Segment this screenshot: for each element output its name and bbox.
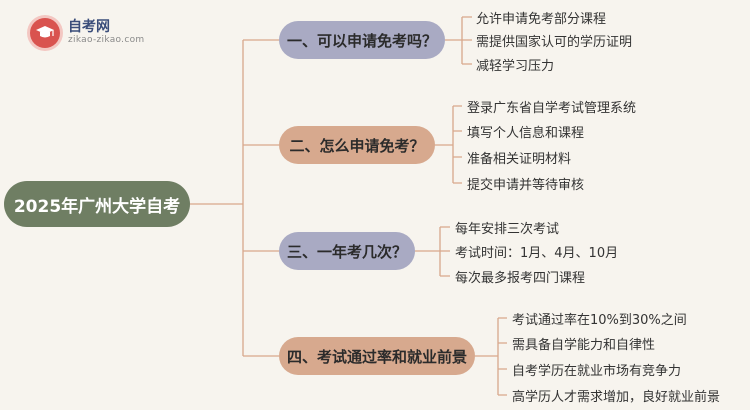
graduation-cap-icon bbox=[30, 18, 60, 48]
logo-subtitle: zikao-zikao.com bbox=[68, 34, 145, 45]
leaf-node: 准备相关证明材料 bbox=[467, 152, 572, 167]
site-logo[interactable]: 自考网 zikao-zikao.com bbox=[30, 18, 144, 48]
leaf-node: 需提供国家认可的学历证明 bbox=[476, 35, 633, 50]
leaf-bracket-2 bbox=[435, 105, 462, 184]
leaf-node: 填写个人信息和课程 bbox=[467, 126, 585, 141]
leaf-node: 考试通过率在10%到30%之间 bbox=[512, 313, 687, 328]
leaf-node: 需具备自学能力和自律性 bbox=[512, 338, 656, 353]
root-node[interactable]: 2025年广州大学自考 bbox=[4, 181, 190, 227]
leaf-node: 允许申请免考部分课程 bbox=[476, 12, 607, 27]
logo-title: 自考网 bbox=[68, 19, 110, 36]
leaf-node: 考试时间：1月、4月、10月 bbox=[455, 246, 619, 261]
branch-node-1[interactable]: 一、可以申请免考吗？ bbox=[279, 21, 445, 59]
leaf-bracket-1 bbox=[445, 16, 472, 65]
leaf-node: 每年安排三次考试 bbox=[455, 222, 560, 237]
leaf-bracket-3 bbox=[415, 226, 450, 277]
leaf-node: 登录广东省自学考试管理系统 bbox=[467, 101, 637, 116]
leaf-node: 自考学历在就业市场有竞争力 bbox=[512, 364, 682, 379]
leaf-node: 每次最多报考四门课程 bbox=[455, 271, 586, 286]
leaf-node: 减轻学习压力 bbox=[476, 59, 555, 74]
branch-node-2[interactable]: 二、怎么申请免考？ bbox=[279, 126, 435, 164]
branch-node-4[interactable]: 四、考试通过率和就业前景 bbox=[279, 337, 475, 375]
branch-node-3[interactable]: 三、一年考几次？ bbox=[279, 232, 415, 270]
leaf-node: 高学历人才需求增加，良好就业前景 bbox=[512, 390, 721, 405]
leaf-node: 提交申请并等待审核 bbox=[467, 178, 585, 193]
leaf-bracket-4 bbox=[475, 317, 507, 396]
